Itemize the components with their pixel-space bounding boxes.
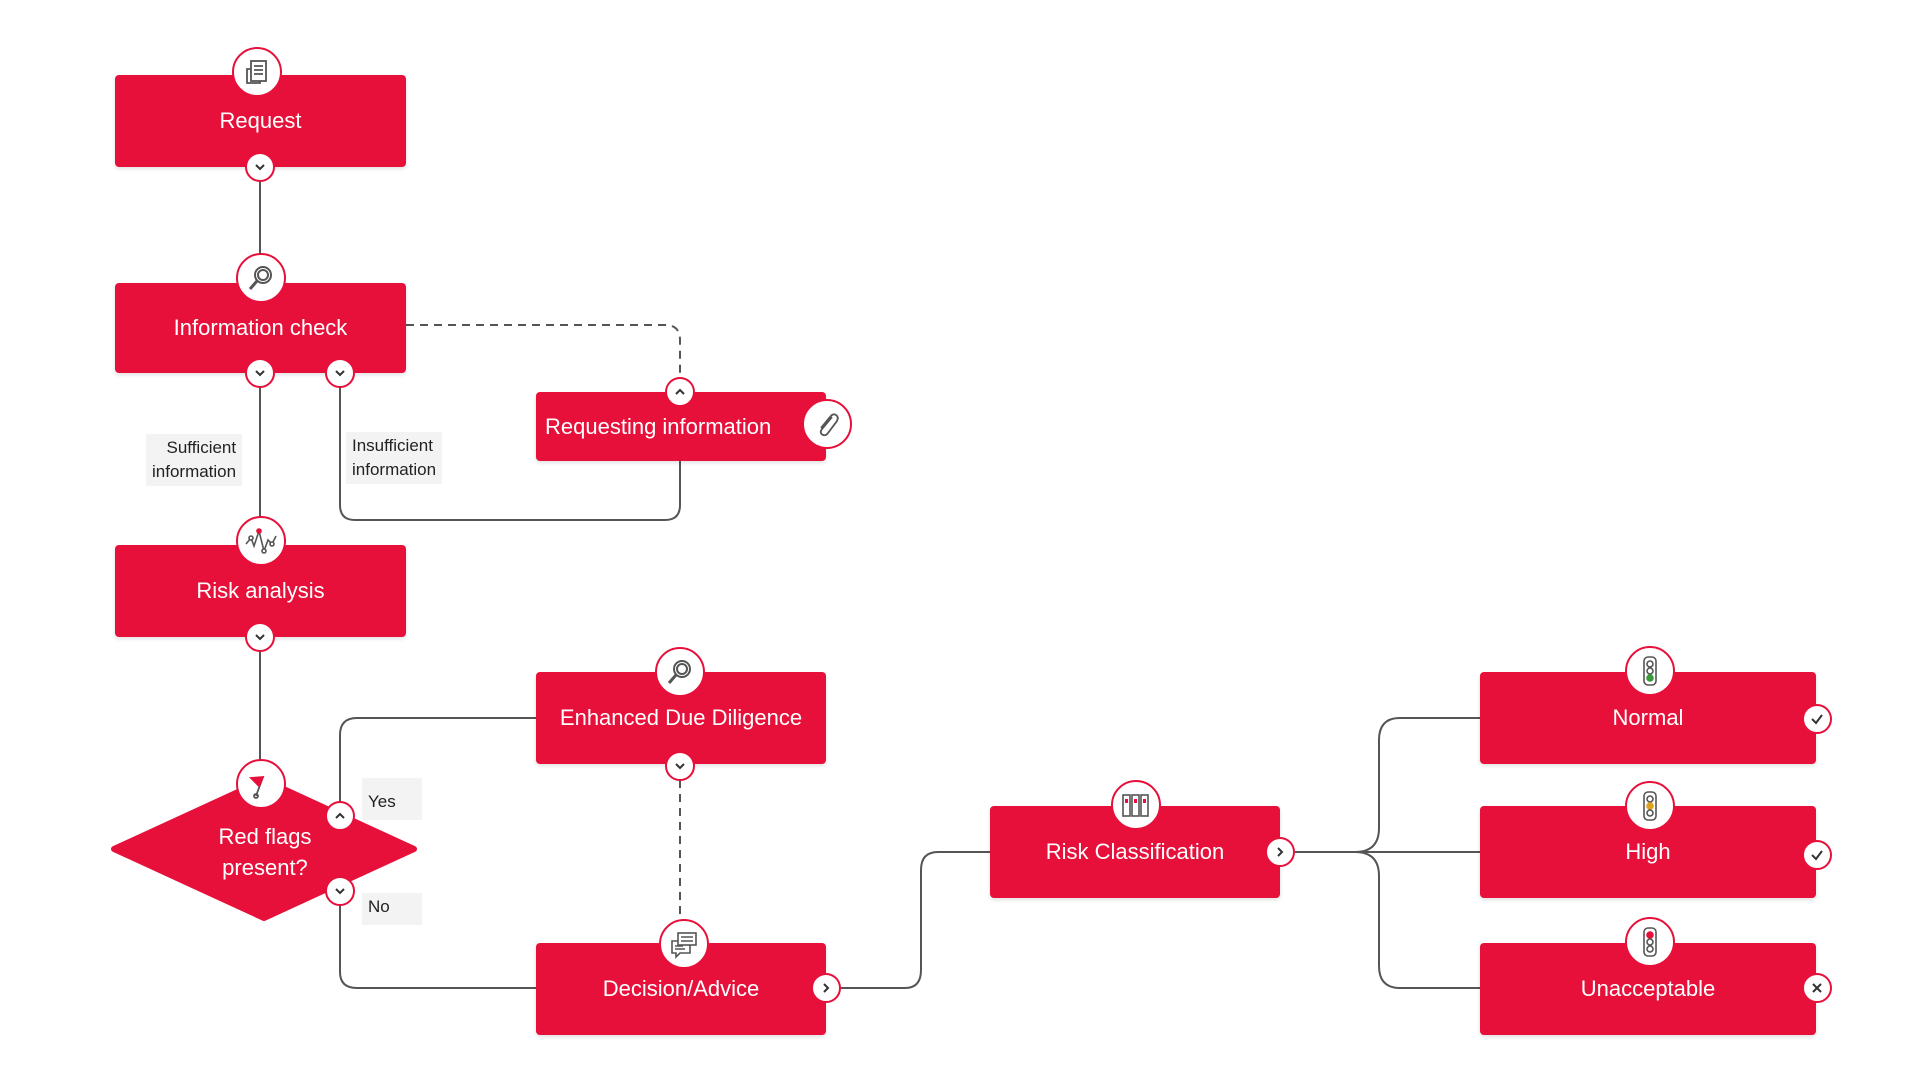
node-normal-label: Normal — [1612, 705, 1684, 730]
traffic-light-red-icon — [1625, 917, 1675, 967]
edge-label-insufficient-information: Insufficient information — [346, 432, 443, 484]
decision-out-port[interactable] — [811, 973, 841, 1003]
risk-classification-out-port[interactable] — [1265, 837, 1295, 867]
node-red-flags-label: Red flags present? — [218, 824, 312, 880]
traffic-light-green-icon — [1625, 646, 1675, 696]
node-unacceptable-label: Unacceptable — [1580, 976, 1716, 1001]
binders-icon — [1111, 780, 1161, 830]
node-risk-classification[interactable]: Risk Classification — [990, 806, 1280, 898]
info-check-insufficient-port[interactable] — [325, 358, 355, 388]
edge-no-to-decision — [339, 891, 536, 989]
edge-to-unacceptable — [1354, 851, 1480, 989]
edge-label-yes: Yes — [362, 778, 422, 820]
node-high-label: High — [1625, 839, 1671, 864]
traffic-light-amber-icon — [1625, 781, 1675, 831]
red-flags-yes-port[interactable] — [325, 801, 355, 831]
node-requesting-information-label: Requesting information — [545, 413, 772, 439]
node-decision-advice-label: Decision/Advice — [602, 976, 760, 1001]
node-request-label: Request — [219, 108, 302, 133]
edd-out-port[interactable] — [665, 751, 695, 781]
risk-analysis-out-port[interactable] — [245, 622, 275, 652]
node-enhanced-due-diligence-label: Enhanced Due Diligence — [559, 705, 803, 730]
unacceptable-close-icon[interactable] — [1802, 973, 1832, 1003]
edge-yes-to-edd — [339, 717, 536, 816]
chat-bubbles-icon — [659, 919, 709, 969]
node-risk-classification-label: Risk Classification — [1045, 839, 1225, 864]
node-information-check-label: Information check — [173, 315, 348, 340]
magnifier-icon — [655, 647, 705, 697]
red-flags-no-port[interactable] — [325, 876, 355, 906]
magnifier-icon — [236, 253, 286, 303]
requesting-info-in-port[interactable] — [665, 377, 695, 407]
pulse-chart-icon — [236, 516, 286, 566]
paperclip-icon — [802, 399, 852, 449]
node-enhanced-due-diligence[interactable]: Enhanced Due Diligence — [536, 672, 826, 764]
flag-icon — [236, 759, 286, 809]
normal-check-icon[interactable] — [1802, 704, 1832, 734]
edge-label-sufficient-information: Sufficient information — [146, 434, 243, 486]
high-check-icon[interactable] — [1802, 840, 1832, 870]
node-risk-analysis-label: Risk analysis — [196, 578, 325, 603]
request-out-port[interactable] — [245, 152, 275, 182]
edge-label-no: No — [362, 893, 422, 925]
edge-to-normal — [1354, 717, 1480, 853]
document-icon — [232, 47, 282, 97]
info-check-sufficient-port[interactable] — [245, 358, 275, 388]
edge-info-check-to-requesting — [406, 324, 681, 377]
edge-insufficient-info — [339, 373, 681, 521]
edge-decision-to-classification — [826, 851, 990, 989]
